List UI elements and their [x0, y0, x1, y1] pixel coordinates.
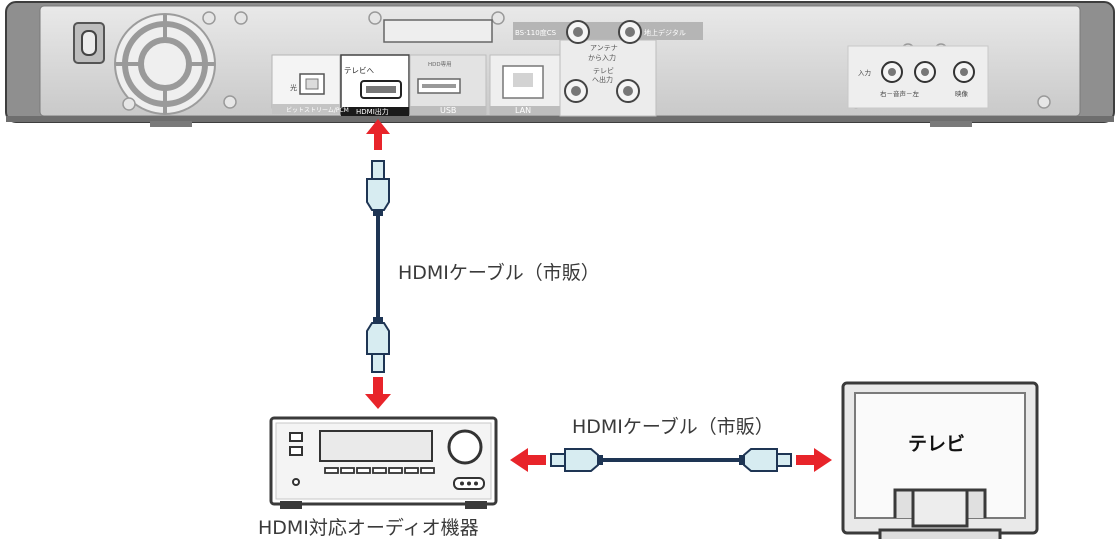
fan-grille [114, 13, 216, 115]
arrow-up-to-recorder [366, 119, 390, 150]
tv-out-label-1: テレビ [593, 66, 614, 75]
tv-label: テレビ [908, 433, 966, 455]
bitstream-label: ビットストリーム/PCM [286, 106, 349, 114]
av-receiver-device [269, 416, 498, 509]
lan-label: LAN [515, 106, 531, 115]
usb-port [409, 54, 487, 115]
antenna-ports [513, 20, 703, 117]
tv-out-label-2: へ出力 [592, 75, 613, 84]
card-slot [383, 19, 493, 43]
hdmi-cable-horizontal [550, 448, 792, 472]
hdmi-out-label: HDMI出力 [356, 107, 389, 116]
antenna-in-label-2: から入力 [588, 53, 616, 62]
arrow-right-to-tv [796, 448, 832, 472]
tv-device [841, 381, 1039, 539]
to-tv-port-label: テレビへ [344, 66, 374, 75]
lan-port [489, 54, 561, 115]
hdmi-cable-vertical [366, 160, 390, 373]
antenna-in-label-1: アンテナ [590, 44, 618, 52]
power-socket [73, 22, 105, 64]
usb-label: USB [440, 106, 456, 115]
hdd-only-label: HDD専用 [428, 60, 452, 68]
optical-label: 光 [290, 83, 297, 92]
hdmi-out-port [340, 54, 410, 116]
audio-lr-label: 右－音声－左 [880, 89, 920, 98]
arrow-down-to-av [365, 377, 391, 409]
bs-cs-label: BS·110度CS [515, 28, 557, 37]
optical-port [271, 54, 341, 114]
cable-label-top: HDMIケーブル（市販） [398, 262, 600, 284]
recorder-rear-panel: 光 ビットストリーム/PCM テレビへ HDMI出力 HDD専用 USB LAN… [5, 1, 1115, 127]
av-device-label: HDMI対応オーディオ機器 [258, 517, 479, 539]
arrows [365, 119, 832, 472]
cable-label-bottom: HDMIケーブル（市販） [572, 416, 774, 438]
input-label: 入力 [858, 68, 871, 77]
video-label: 映像 [955, 89, 969, 98]
arrow-left-to-av [510, 448, 546, 472]
av-input-ports [847, 45, 989, 109]
terrestrial-label: 地上デジタル [644, 28, 686, 37]
